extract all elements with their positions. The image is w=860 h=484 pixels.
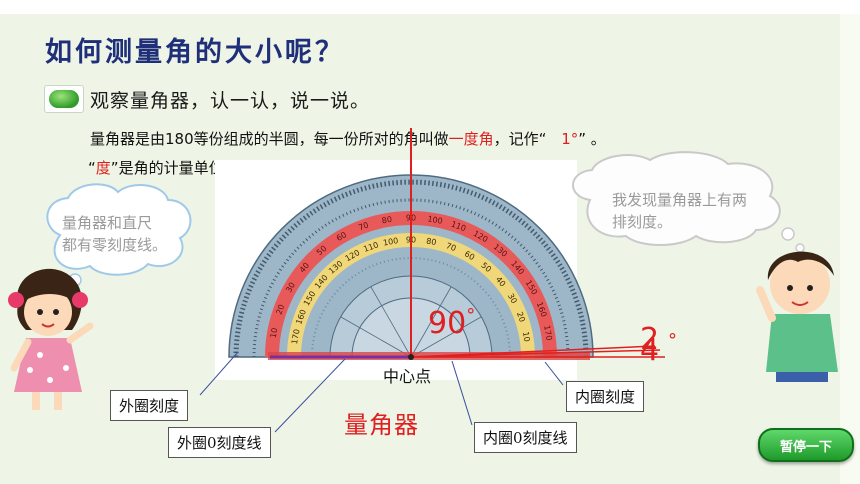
subtitle-row: 观察量角器，认一认，说一说。: [44, 84, 370, 114]
description-line-1: 量角器是由180等份组成的半圆，每一份所对的角叫做一度角，记作“ 1°” 。: [90, 128, 606, 149]
right-strip: [840, 14, 860, 484]
outer-scale-label: 外圈刻度: [110, 390, 189, 421]
desc-red-term: 度: [95, 159, 111, 177]
center-point-label: 中心点: [383, 367, 432, 386]
leader-lines: [199, 351, 564, 433]
tick-label: 30: [284, 281, 297, 294]
protractor-label: 量角器: [344, 411, 419, 439]
cloud-left-line-1: 量角器和直尺: [62, 214, 152, 232]
tick-label: 60: [463, 249, 476, 262]
boy-character-illustration: [756, 251, 838, 382]
desc-red-term: 一度角: [448, 130, 494, 148]
inner-zero-line-label: 内圈0刻度线: [474, 422, 577, 453]
tick-label: 170: [290, 328, 302, 345]
top-bar: [0, 0, 860, 14]
cloud-right-line-1: 我发现量角器上有两: [612, 191, 747, 209]
two-label: 2: [640, 322, 660, 357]
tick-label: 30: [506, 292, 519, 305]
cloud-left-line-2: 都有零刻度线。: [62, 236, 167, 254]
cloud-right-line-2: 排刻度。: [612, 213, 672, 231]
ray-4-degree: [410, 349, 661, 358]
page-title: 如何测量角的大小呢？: [45, 37, 345, 68]
pause-button[interactable]: 暂停一下: [758, 428, 854, 462]
ninety-degree-sign: °: [466, 305, 476, 326]
four-label: 4: [640, 333, 660, 368]
ninety-value: 90: [428, 306, 467, 341]
center-point: [408, 354, 414, 360]
tick-label: 10: [521, 331, 532, 343]
tick-label: 170: [542, 325, 554, 342]
tick-label: 70: [445, 241, 458, 253]
girl-character-illustration: [8, 268, 94, 410]
desc-text: ，记作“: [493, 130, 552, 148]
tick-label: 100: [382, 236, 399, 248]
ninety-degree-label: 90°: [428, 305, 475, 341]
cloud-left: 量角器和直尺 都有零刻度线。: [46, 183, 192, 300]
desc-red-symbol: 1°: [561, 130, 579, 148]
degree-sign-label: °: [668, 330, 677, 351]
tick-label: 80: [426, 236, 438, 247]
subtitle: 观察量角器，认一认，说一说。: [90, 89, 371, 112]
outer-zero-line-label: 外圈0刻度线: [168, 427, 271, 458]
cloud-right: 我发现量角器上有两 排刻度。: [572, 151, 805, 253]
tick-label: 20: [274, 303, 286, 316]
desc-text: ” 。: [578, 130, 606, 148]
tick-label: 100: [427, 214, 444, 226]
tick-label: 60: [335, 230, 348, 243]
tick-label: 10: [269, 327, 280, 339]
green-bullet-icon: [49, 90, 79, 108]
desc-text: “: [88, 159, 96, 177]
tick-label: 70: [357, 220, 370, 232]
bullet-box: [44, 85, 84, 113]
tick-label: 80: [381, 215, 393, 226]
inner-scale-label: 内圈刻度: [566, 381, 645, 412]
desc-text: 量角器是由180等份组成的半圆，每一份所对的角叫做: [90, 130, 449, 148]
tick-label: 20: [515, 311, 527, 324]
